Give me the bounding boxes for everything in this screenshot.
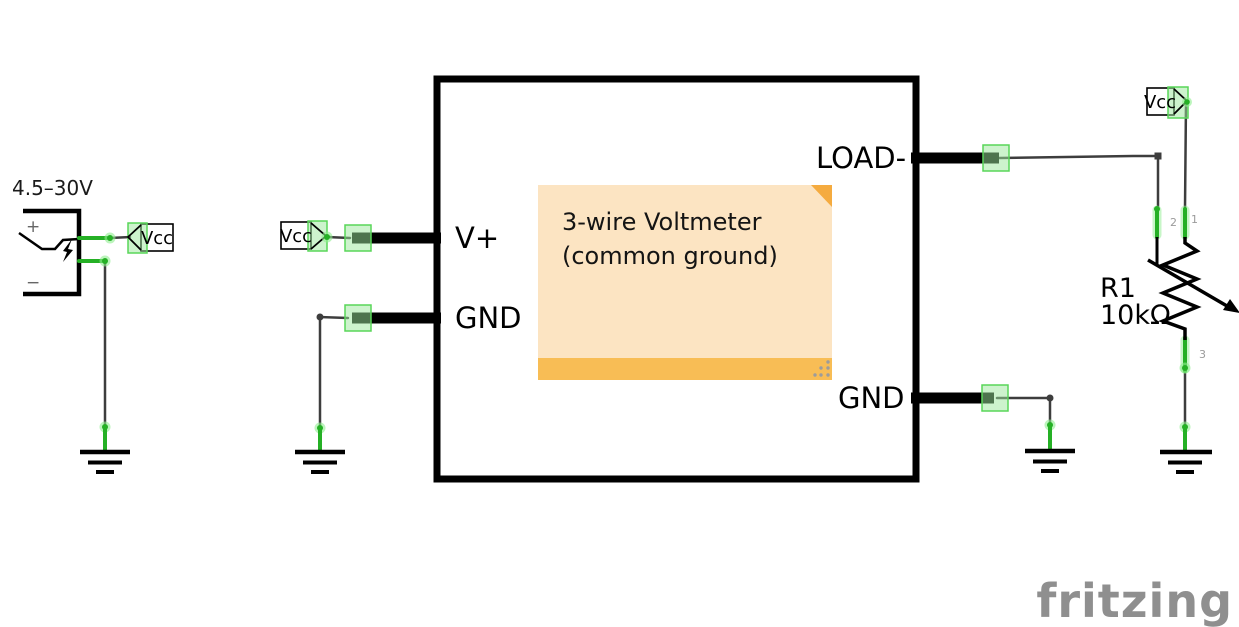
net-dot <box>324 234 330 240</box>
vcc-flag-label: Vcc <box>1144 92 1176 113</box>
pin-label-gnd-left: GND <box>455 301 522 335</box>
wires[interactable] <box>103 100 1188 428</box>
wiper-arrow-line <box>1147 258 1228 308</box>
pot-pin3-number: 3 <box>1199 348 1206 361</box>
net-dot <box>107 235 113 241</box>
ground-symbol-module-right[interactable] <box>1025 419 1075 473</box>
vcc-flag-chevron-left <box>126 224 142 251</box>
ground-symbol-pot[interactable] <box>1160 421 1212 474</box>
pin-highlight-gnd-left[interactable] <box>344 304 372 332</box>
pin-highlight-load[interactable] <box>982 144 1010 172</box>
note-body[interactable] <box>538 185 832 380</box>
pin-highlight-gnd-right[interactable] <box>981 384 1009 412</box>
net-dot <box>1182 365 1188 371</box>
wire-bend-node[interactable] <box>1154 152 1162 160</box>
pin-label-gnd-right: GND <box>838 381 905 415</box>
vcc-flag-pot[interactable]: Vcc <box>1144 86 1192 119</box>
note-line1: 3-wire Voltmeter <box>562 208 762 236</box>
note-resize-grip-icon[interactable] <box>813 360 830 377</box>
vcc-flag-label: Vcc <box>141 228 173 249</box>
net-dot <box>1184 99 1190 105</box>
battery-outline <box>23 208 82 297</box>
battery-voltage-label: 4.5–30V <box>12 176 93 200</box>
vcc-flag-label: Vcc <box>280 226 312 247</box>
wire-load-wiper[interactable] <box>997 154 1160 210</box>
battery-symbol[interactable]: 4.5–30V + − <box>12 176 116 297</box>
note-line2: (common ground) <box>562 242 778 270</box>
pot-ref-label: R1 <box>1100 273 1136 304</box>
pin-label-vplus: V+ <box>455 221 499 255</box>
vcc-flag-box[interactable] <box>280 221 312 250</box>
ground-symbol-battery[interactable] <box>80 421 130 474</box>
battery-connector-line <box>18 231 80 251</box>
net-dot <box>1154 206 1160 212</box>
battery-minus-mark: − <box>26 273 40 293</box>
net-dot <box>102 258 108 264</box>
wire-junction-dot <box>316 313 324 321</box>
vcc-flag-module[interactable]: Vcc <box>280 220 333 252</box>
battery-plus-mark: + <box>26 217 40 237</box>
sticky-note[interactable]: 3-wire Voltmeter (common ground) <box>538 185 832 380</box>
pot-pin2-number: 2 <box>1170 216 1177 229</box>
note-bottom-bar[interactable] <box>538 358 832 380</box>
pin-highlight-vplus[interactable] <box>344 224 372 252</box>
note-fold-corner-icon <box>811 185 832 207</box>
pot-pin1-number: 1 <box>1191 213 1198 226</box>
wire-gndleft-ground[interactable] <box>318 315 350 428</box>
pin-label-load: LOAD- <box>816 141 906 175</box>
lightning-bolt-icon <box>63 239 73 262</box>
vcc-flag-battery[interactable]: Vcc <box>126 222 174 254</box>
wire-vcc-pot[interactable] <box>1183 100 1188 210</box>
wiper-arrowhead-icon <box>1223 299 1239 313</box>
resistor-zigzag[interactable] <box>1158 237 1202 340</box>
fritzing-logo: fritzing <box>1036 574 1233 627</box>
potentiometer-r1[interactable]: R1 10kΩ 1 2 3 <box>1100 205 1239 374</box>
wire-junction-dot <box>1046 394 1054 402</box>
ground-symbol-module-left[interactable] <box>295 422 345 474</box>
pot-value-label: 10kΩ <box>1100 300 1171 331</box>
